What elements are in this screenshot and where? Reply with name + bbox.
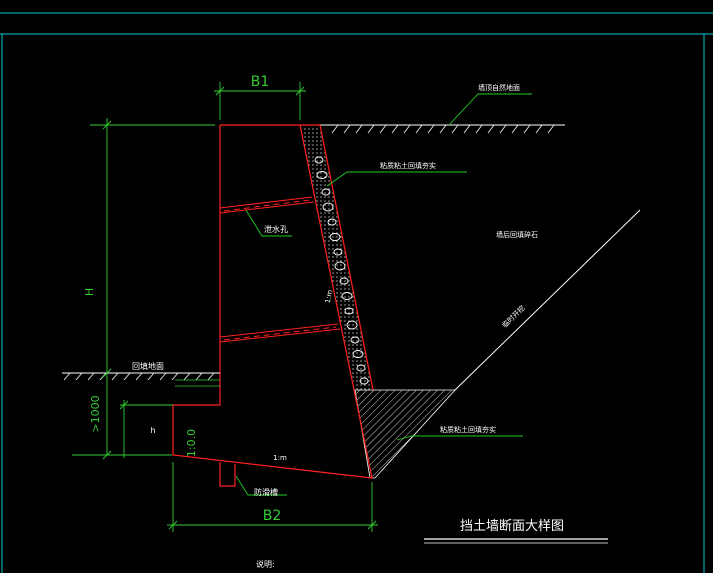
front-ground-line — [62, 372, 220, 387]
label-anti-slip-key: 防滑槽 — [254, 487, 278, 497]
notes-label: 说明: — [256, 559, 275, 569]
dimension-h — [90, 118, 215, 455]
compacted-fill-hatch — [354, 389, 456, 479]
base-slope-label: 1:m — [273, 454, 287, 462]
dimension-toe-h-label: h — [150, 426, 155, 435]
label-backfill-zone: 墙后回填碎石 — [496, 230, 538, 239]
label-natural-ground: 墙顶自然地面 — [478, 83, 520, 92]
leader-backfill-bottom — [396, 435, 523, 441]
leader-natural-ground — [448, 93, 532, 126]
base-ratio-label: 1:0.0 — [185, 429, 198, 457]
label-backfill-top: 粘质粘土回填夯实 — [380, 161, 436, 170]
gravel-backfill-zone — [300, 125, 373, 390]
gravel-stones — [314, 156, 369, 385]
weep-hole-lower — [219, 323, 341, 343]
slope-ratio-label: 1:m — [324, 289, 335, 304]
dimension-b1-label: B1 — [251, 74, 270, 90]
label-excavation-slope: 临时开挖 — [500, 304, 526, 330]
dimension-embed — [72, 450, 172, 460]
dimension-h-label: H — [83, 288, 96, 296]
leader-backfill-top — [326, 171, 467, 187]
leader-weep-hole — [245, 209, 292, 237]
dimension-b2 — [167, 462, 378, 532]
excavation-slope-line — [454, 209, 641, 391]
leader-anti-slip-key — [235, 475, 287, 496]
dimension-b2-label: B2 — [263, 508, 282, 524]
label-front-ground: 回填地面 — [132, 361, 164, 371]
anti-slip-key — [219, 462, 236, 487]
natural-ground-line — [300, 124, 565, 134]
dimension-toe-h — [119, 400, 173, 458]
label-backfill-bottom: 粘质粘土回填夯实 — [440, 425, 496, 434]
retaining-wall-body — [172, 124, 374, 479]
weep-hole-upper — [219, 196, 315, 214]
drawing-title: 挡土墙断面大样图 — [460, 519, 564, 534]
dimension-embed-label: >1000 — [89, 395, 102, 432]
label-weep-hole: 泄水孔 — [264, 224, 288, 234]
dimension-b1 — [214, 82, 306, 120]
